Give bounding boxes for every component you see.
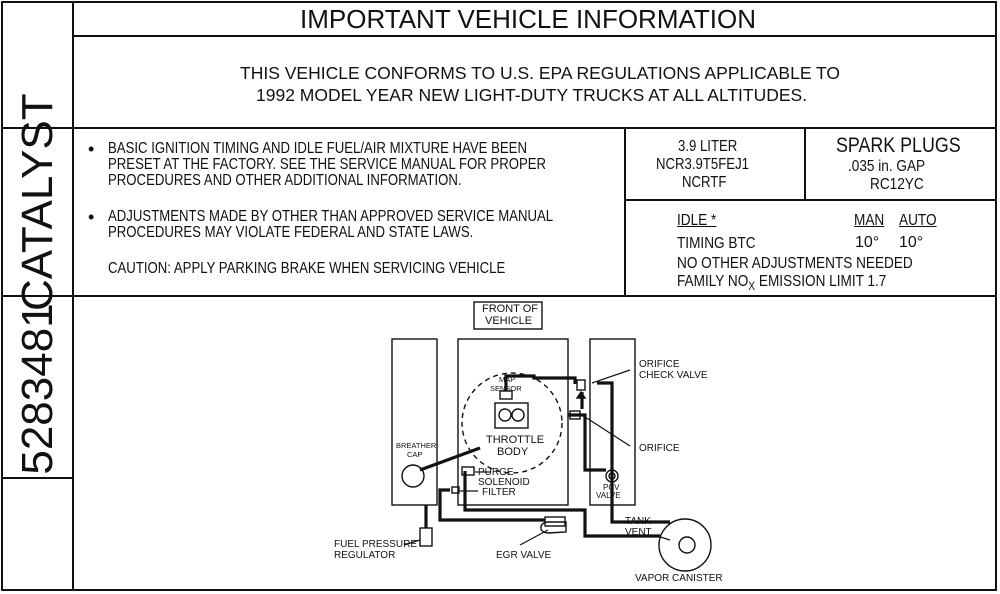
pcv-valve-label-2: VALVE	[596, 491, 621, 500]
note-bullet-1-line-3: PROCEDURES AND OTHER ADDITIONAL INFORMAT…	[108, 172, 462, 189]
throttle-body-label-2: BODY	[497, 446, 529, 458]
front-of-vehicle-box	[473, 301, 543, 330]
pcv-hose	[568, 413, 606, 472]
map-sensor-label-1: MAP	[499, 375, 516, 384]
spark-plug-model: RC12YC	[870, 176, 924, 193]
family-nox-limit: FAMILY NOX EMISSION LIMIT 1.7	[677, 273, 887, 294]
leader-fuel-regulator	[403, 539, 421, 546]
filter-label: FILTER	[482, 487, 516, 498]
purge-solenoid	[461, 466, 475, 476]
fuel-pressure-regulator-label-1: FUEL PRESSURE	[334, 539, 417, 550]
canister-top-hose	[597, 381, 670, 524]
egr-valve-label: EGR VALVE	[496, 550, 552, 561]
auto-label: AUTO	[899, 212, 937, 229]
fuel-pressure-regulator-label-2: REGULATOR	[334, 550, 396, 561]
purge-hose	[463, 471, 660, 538]
idle-label: IDLE *	[677, 212, 717, 229]
breather-cap-label-1: BREATHER	[396, 441, 437, 450]
leader-orifice	[581, 414, 631, 447]
note-bullet-1-line-1: BASIC IGNITION TIMING AND IDLE FUEL/AIR …	[108, 140, 527, 157]
vapor-canister	[658, 518, 712, 572]
conformance-line-1: THIS VEHICLE CONFORMS TO U.S. EPA REGULA…	[240, 63, 841, 83]
purge-solenoid-label-1: PURGE	[478, 467, 514, 478]
throttle-bore-left	[498, 408, 512, 422]
note-bullet-2-line-2: PROCEDURES MAY VIOLATE FEDERAL AND STATE…	[108, 224, 474, 241]
egr-hose	[438, 488, 545, 522]
engine-family-code: NCR3.9T5FEJ1	[656, 156, 749, 173]
purge-solenoid-label-2: SOLENOID	[478, 477, 530, 488]
intake-manifold	[457, 338, 569, 506]
front-of-vehicle-label-2: VEHICLE	[485, 315, 533, 327]
note-bullet-2-line-1: ADJUSTMENTS MADE BY OTHER THAN APPROVED …	[108, 208, 554, 225]
orifice-check-valve-label-1: ORIFICE	[639, 359, 680, 370]
front-of-vehicle-label-1: FRONT OF	[482, 303, 539, 315]
orifice-check-valve	[576, 379, 586, 391]
leader-orifice-check	[591, 369, 631, 384]
map-sensor-label-2: SENSOR	[490, 384, 522, 393]
note-bullet-1-line-2: PRESET AT THE FACTORY. SEE THE SERVICE M…	[108, 156, 547, 173]
map-sensor-hose	[504, 374, 577, 391]
no-other-adjustments: NO OTHER ADJUSTMENTS NEEDED	[677, 255, 913, 272]
timing-label: TIMING BTC	[677, 235, 756, 252]
pcv-valve-label-1: PCV	[603, 483, 620, 492]
spark-plug-gap: .035 in. GAP	[848, 158, 926, 175]
timing-manual-value: 10°	[855, 234, 880, 251]
spark-plugs-title: SPARK PLUGS	[836, 134, 961, 157]
timing-auto-value: 10°	[899, 234, 924, 251]
conformance-line-2: 1992 MODEL YEAR NEW LIGHT-DUTY TRUCKS AT…	[256, 85, 808, 105]
evap-family-code: NCRTF	[682, 174, 727, 191]
family-nox-prefix: FAMILY NO	[677, 273, 749, 290]
engine-displacement: 3.9 LITER	[678, 138, 738, 155]
family-nox-suffix: EMISSION LIMIT 1.7	[755, 273, 887, 290]
vapor-canister-port	[678, 536, 696, 554]
throttle-body-label-1: THROTTLE	[486, 434, 545, 446]
breather-cap-label-2: CAP	[407, 450, 423, 459]
throttle-body	[494, 402, 529, 429]
bullet-icon: •	[88, 139, 95, 159]
left-valve-cover	[391, 338, 438, 506]
page-title: IMPORTANT VEHICLE INFORMATION	[300, 4, 757, 34]
fuel-pressure-regulator	[419, 527, 433, 547]
throttle-bore-right	[511, 408, 525, 422]
tank-vent-label-2: VENT	[625, 527, 652, 538]
tank-vent-label-1: TANK	[625, 516, 651, 527]
family-nox-subscript: X	[748, 279, 756, 294]
bullet-icon: •	[88, 207, 95, 227]
vapor-canister-label: VAPOR CANISTER	[635, 573, 723, 584]
breather-hose	[419, 446, 481, 472]
throttle-body-outline	[461, 372, 563, 474]
leader-egr	[519, 529, 549, 546]
caution-text: CAUTION: APPLY PARKING BRAKE WHEN SERVIC…	[108, 260, 506, 277]
breather-cap	[401, 464, 425, 488]
orifice-check-valve-label-2: CHECK VALVE	[639, 370, 708, 381]
egr-valve-body	[540, 521, 567, 534]
manual-label: MAN	[854, 212, 885, 229]
leader-tank-vent	[653, 534, 671, 541]
filter	[451, 486, 460, 494]
orifice-label: ORIFICE	[639, 443, 680, 454]
